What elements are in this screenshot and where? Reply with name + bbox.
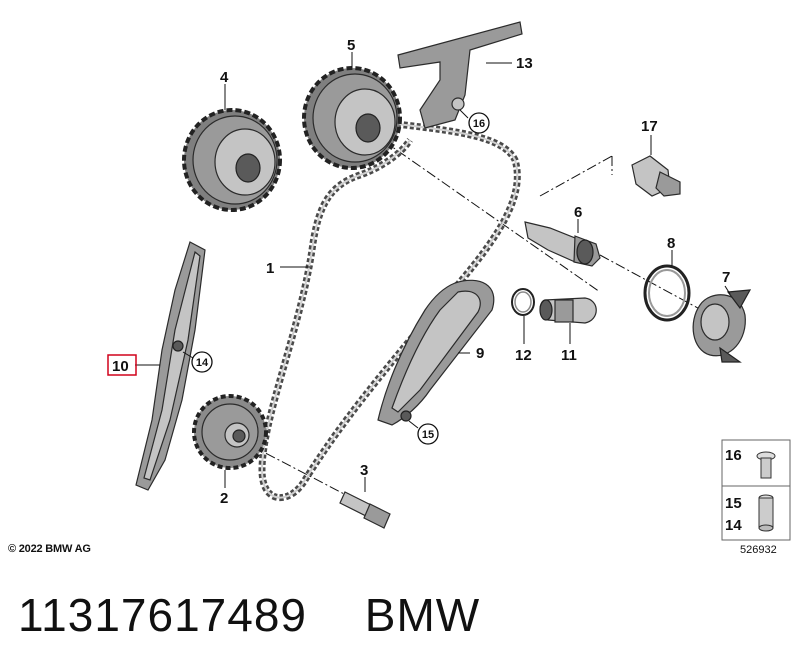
- legend-label-15: 15: [725, 495, 742, 512]
- brand-name: BMW: [364, 589, 481, 641]
- camshaft-sensor: [631, 155, 681, 197]
- callout-8: 8: [667, 235, 675, 252]
- callout-6: 6: [574, 204, 582, 221]
- callout-2: 2: [220, 490, 228, 507]
- dowel-sleeve-icon: [758, 494, 774, 532]
- callout-16: 16: [473, 118, 485, 130]
- callout-17: 17: [641, 118, 658, 135]
- callout-15: 15: [422, 429, 434, 441]
- tensioner-rail: [377, 279, 495, 426]
- leader-lines: [135, 52, 731, 492]
- callout-7: 7: [722, 269, 730, 286]
- assembly-axes: [249, 129, 721, 498]
- timing-chain: [258, 114, 521, 501]
- callout-14: 14: [196, 357, 209, 369]
- fastener-legend: 16 15 14: [721, 439, 791, 541]
- crankshaft-sprocket: [192, 394, 268, 470]
- intake-camshaft-adjuster: [182, 108, 282, 212]
- exhaust-camshaft-adjuster: [302, 66, 402, 170]
- legend-label-16: 16: [725, 447, 742, 464]
- callout-12: 12: [515, 347, 532, 364]
- callout-5: 5: [347, 37, 355, 54]
- sealing-ring: [511, 288, 535, 316]
- callout-1: 1: [266, 260, 274, 277]
- copyright-notice: © 2022 BMW AG: [8, 543, 91, 555]
- o-ring: [643, 264, 691, 322]
- callout-10: 10: [112, 358, 129, 375]
- bolt-icon: [756, 451, 776, 479]
- circled-callouts: 16 14 15: [191, 112, 490, 445]
- upper-slide-rail: [397, 21, 523, 129]
- exploded-parts-diagram: 1 2 3 4 5 6 7 8 9 10 11 12 13 17 16 14 1…: [107, 21, 791, 541]
- callout-4: 4: [220, 69, 229, 86]
- vanos-solenoid-valve: [524, 221, 601, 267]
- callout-9: 9: [476, 345, 484, 362]
- callout-11: 11: [561, 347, 577, 364]
- highlighted-callout-box: [107, 354, 137, 376]
- actuator-cover: [692, 289, 752, 363]
- guide-rail: [135, 241, 206, 491]
- footer-caption: 11317617489 BMW: [18, 588, 480, 642]
- callout-13: 13: [516, 55, 533, 72]
- part-number: 11317617489: [18, 589, 307, 641]
- chain-tensioner: [539, 297, 597, 324]
- central-bolt: [339, 491, 391, 529]
- callout-3: 3: [360, 462, 368, 479]
- callout-labels: 1 2 3 4 5 6 7 8 9 10 11 12 13 17: [107, 37, 730, 507]
- diagram-number: 526932: [740, 544, 777, 556]
- legend-label-14: 14: [725, 517, 742, 534]
